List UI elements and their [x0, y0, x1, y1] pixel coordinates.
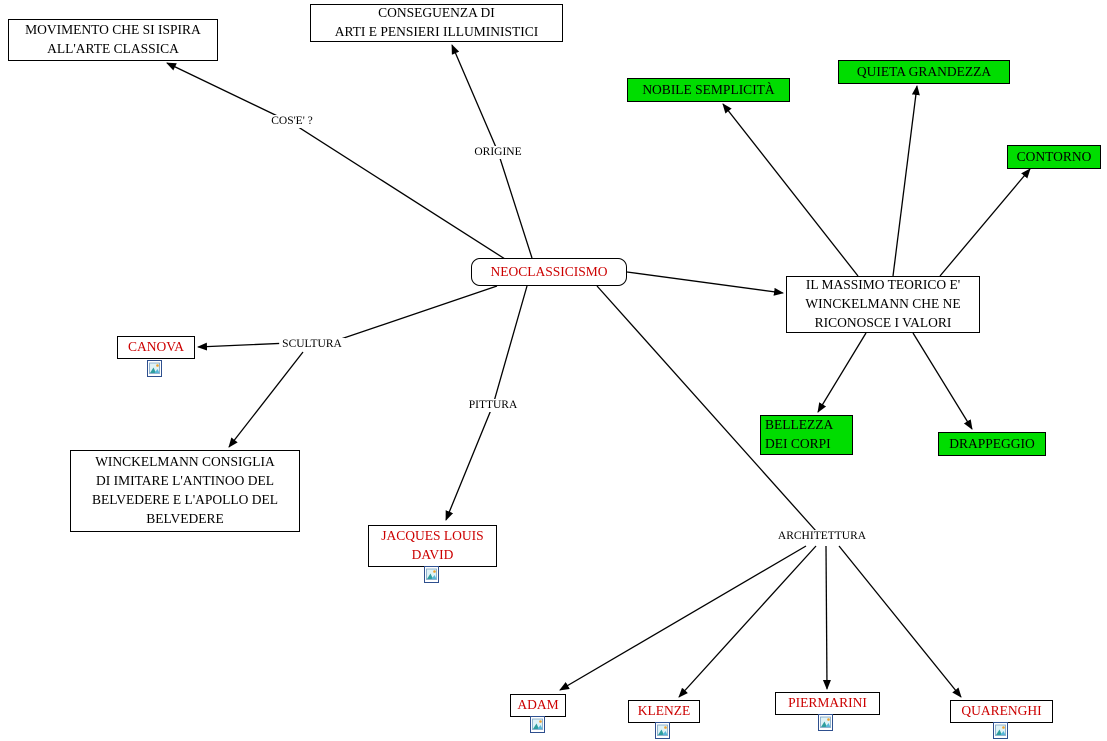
link-massimo-drappeggio	[912, 332, 973, 430]
node-canova[interactable]: CANOVA	[117, 336, 195, 359]
link-label-pittura[interactable]: PITTURA	[465, 399, 521, 412]
image-attachment-icon[interactable]	[993, 722, 1008, 739]
node-label: DRAPPEGGIO	[949, 435, 1035, 451]
node-jacques-louis-david[interactable]: JACQUES LOUIS DAVID	[368, 525, 497, 567]
link-neo-movimento	[166, 62, 506, 260]
node-bellezza-dei-corpi[interactable]: BELLEZZA DEI CORPI	[760, 415, 853, 455]
node-label: CANOVA	[127, 339, 184, 355]
link-label-architettura[interactable]: ARCHITETTURA	[774, 530, 870, 543]
image-attachment-icon[interactable]	[655, 722, 670, 739]
link-label-cose[interactable]: COS'E' ?	[268, 115, 316, 128]
link-neo-massimo	[626, 271, 784, 296]
node-label: QUARENGHI	[961, 703, 1042, 719]
node-label: KLENZE	[637, 703, 691, 719]
node-label: BELLEZZA DEI CORPI	[765, 417, 834, 451]
node-conseguenza[interactable]: CONSEGUENZA DI ARTI E PENSIERI ILLUMINIS…	[310, 4, 563, 42]
link-architettura-klenze	[678, 545, 817, 698]
link-label-scultura[interactable]: SCULTURA	[279, 338, 345, 351]
node-adam[interactable]: ADAM	[510, 694, 566, 717]
node-quieta-grandezza[interactable]: QUIETA GRANDEZZA	[838, 60, 1010, 84]
link-architettura-adam	[559, 545, 807, 691]
link-scultura-winckelmann	[228, 351, 304, 448]
node-drappeggio[interactable]: DRAPPEGGIO	[938, 432, 1046, 456]
node-label: CONTORNO	[1016, 148, 1092, 164]
node-label: JACQUES LOUIS DAVID	[381, 528, 484, 562]
link-neo-scultura-canova	[197, 285, 498, 351]
link-label-origine[interactable]: ORIGINE	[471, 146, 525, 159]
link-massimo-contorno	[939, 168, 1031, 277]
node-quarenghi[interactable]: QUARENGHI	[950, 700, 1053, 723]
node-label: NEOCLASSICISMO	[490, 263, 608, 279]
node-label: CONSEGUENZA DI ARTI E PENSIERI ILLUMINIS…	[334, 5, 539, 39]
node-label: WINCKELMANN CONSIGLIA DI IMITARE L'ANTIN…	[91, 454, 279, 526]
node-label: NOBILE SEMPLICITÀ	[642, 81, 775, 97]
node-movimento[interactable]: MOVIMENTO CHE SI ISPIRA ALL'ARTE CLASSIC…	[8, 19, 218, 61]
link-massimo-quieta	[892, 85, 920, 277]
node-piermarini[interactable]: PIERMARINI	[775, 692, 880, 715]
node-contorno[interactable]: CONTORNO	[1007, 145, 1101, 169]
link-architettura-piermarini	[822, 545, 831, 690]
node-label: ADAM	[517, 697, 559, 713]
link-neo-architettura	[596, 285, 817, 532]
image-attachment-icon[interactable]	[818, 714, 833, 731]
image-attachment-icon[interactable]	[147, 360, 162, 377]
image-attachment-icon[interactable]	[424, 566, 439, 583]
image-attachment-icon[interactable]	[530, 716, 545, 733]
link-massimo-nobile	[722, 103, 859, 277]
node-label: PIERMARINI	[788, 695, 867, 711]
node-winckelmann-consiglia[interactable]: WINCKELMANN CONSIGLIA DI IMITARE L'ANTIN…	[70, 450, 300, 532]
node-label: QUIETA GRANDEZZA	[856, 63, 992, 79]
node-neoclassicismo[interactable]: NEOCLASSICISMO	[471, 258, 627, 286]
node-label: MOVIMENTO CHE SI ISPIRA ALL'ARTE CLASSIC…	[25, 22, 201, 56]
link-massimo-bellezza	[817, 332, 867, 413]
node-nobile-semplicita[interactable]: NOBILE SEMPLICITÀ	[627, 78, 790, 102]
node-label: IL MASSIMO TEORICO E' WINCKELMANN CHE NE…	[805, 277, 961, 330]
node-massimo-teorico[interactable]: IL MASSIMO TEORICO E' WINCKELMANN CHE NE…	[786, 276, 980, 333]
node-klenze[interactable]: KLENZE	[628, 700, 700, 723]
link-architettura-quarenghi	[838, 545, 962, 698]
